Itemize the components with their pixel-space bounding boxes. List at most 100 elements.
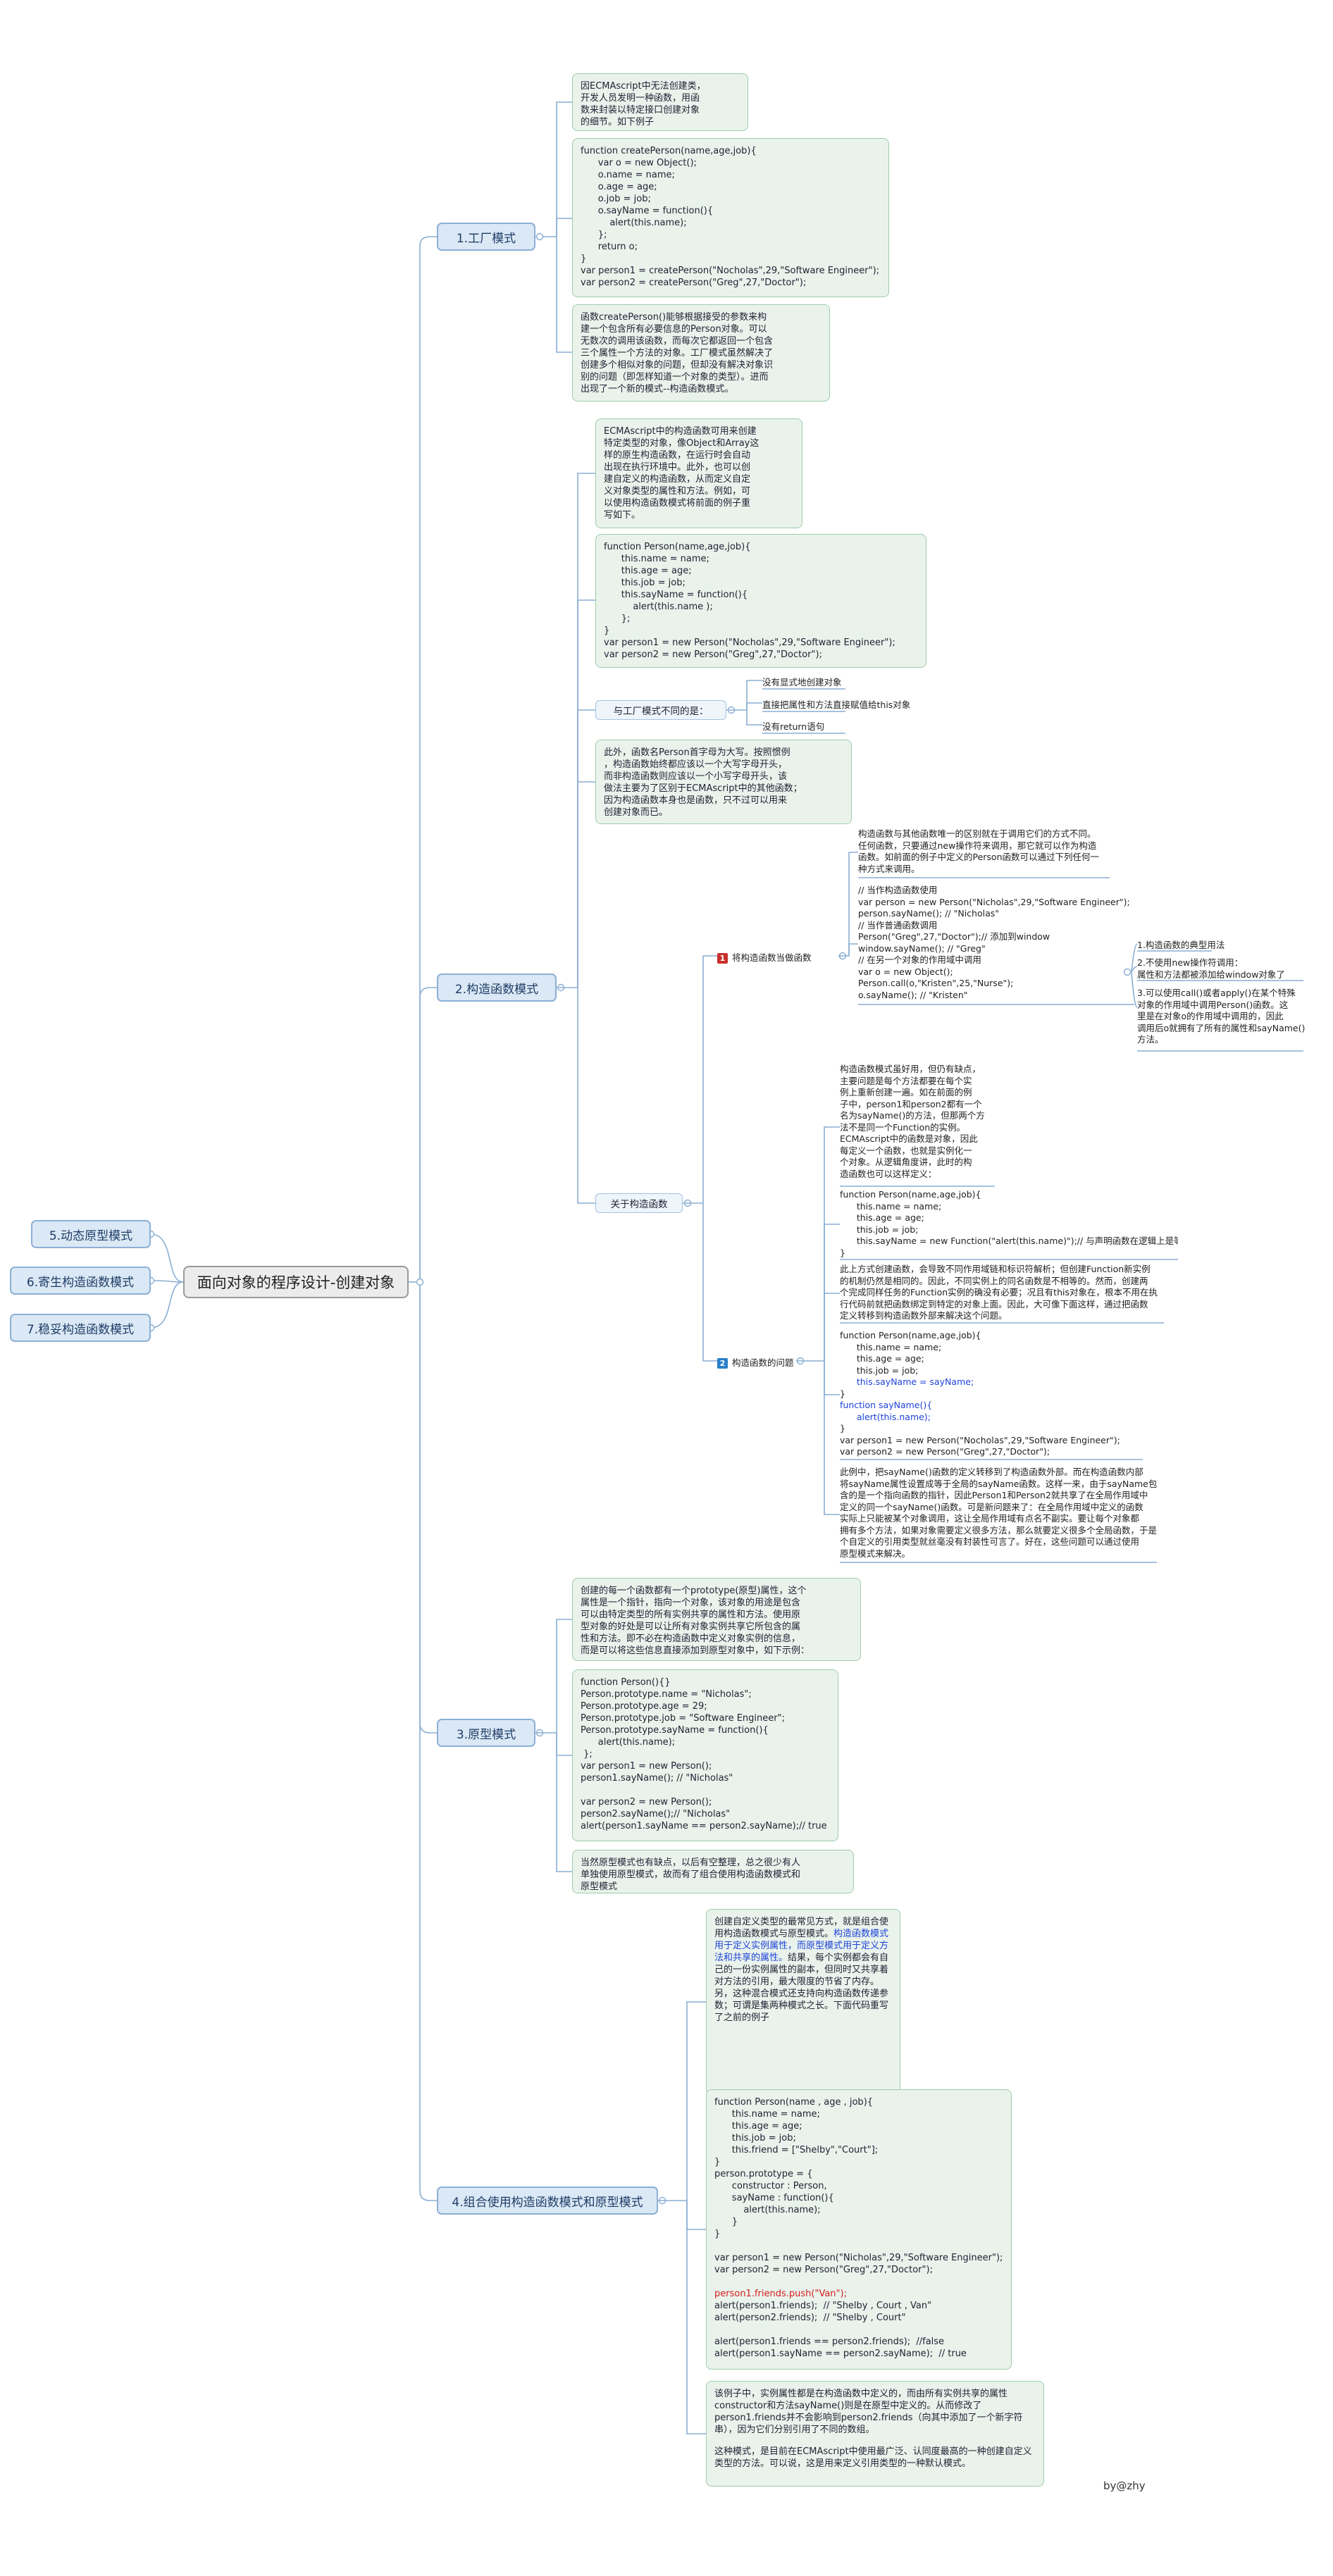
code-line: this.age = age; bbox=[840, 1212, 924, 1223]
text-line: 例上重新创建一遍。如在前面的例 bbox=[840, 1087, 972, 1097]
code-line: alert(this.name); bbox=[581, 1737, 676, 1748]
code-line: Person.prototype.job = "Software Enginee… bbox=[581, 1713, 785, 1724]
code-line: function sayName(){ bbox=[840, 1400, 933, 1410]
text-line: ECMAscript中的构造函数可用来创建 bbox=[604, 426, 757, 437]
text-line: 个对象。从逻辑角度讲，此时的构 bbox=[840, 1157, 972, 1167]
link-factory-child bbox=[556, 237, 572, 353]
combo-note-1: 该例子中，实例属性都是在构造函数中定义的，而由所有实例共享的属性construc… bbox=[714, 2389, 1023, 2435]
topic-prototype-pattern[interactable]: 3.原型模式 bbox=[437, 1719, 535, 1747]
text-line: 的机制仍然是相同的。因此，不同实例上的同名函数是不相等的。然而，创建两 bbox=[840, 1275, 1148, 1286]
topic-factory-pattern[interactable]: 1.工厂模式 bbox=[437, 223, 535, 251]
topic-durable-constructor[interactable]: 7.稳妥构造函数模式 bbox=[10, 1314, 151, 1342]
text-line: 义对象类型的属性和方法。例如，可 bbox=[604, 486, 751, 497]
text-line: 因ECMAscript中无法创建类， bbox=[581, 81, 706, 92]
code-line: alert(this.name); bbox=[840, 1411, 931, 1422]
as-function-label[interactable]: 1 将构造函数当做函数 bbox=[717, 950, 812, 964]
code-line: o.sayName(); // "Kristen" bbox=[858, 989, 968, 1000]
combo-intro-a: 创建自定义类型的最常见方式，就是组合使用构造函数模式与原型模式。 bbox=[714, 1917, 889, 1939]
connector bbox=[824, 1361, 840, 1515]
code-line: var person1 = new Person("Nocholas",29,"… bbox=[840, 1434, 1120, 1445]
connector bbox=[824, 1126, 840, 1361]
connector bbox=[824, 1224, 840, 1361]
text-line: 而是可以将这些信息直接添加到原型对象中，如下示例： bbox=[581, 1645, 810, 1656]
as-function-text: 将构造函数当做函数 bbox=[732, 952, 812, 963]
problems-code-1: function Person(name,age,job){ this.name… bbox=[840, 1189, 1178, 1259]
connector bbox=[556, 1733, 572, 1872]
code-line: person2.sayName();// "Nicholas" bbox=[581, 1809, 731, 1819]
problems-desc: 构造函数模式虽好用，但仍有缺点，主要问题是每个方法都要在每个实例上重新创建一遍。… bbox=[840, 1064, 995, 1186]
collapse-knob[interactable] bbox=[1123, 968, 1132, 976]
topic-dynamic-prototype[interactable]: 5.动态原型模式 bbox=[31, 1220, 151, 1248]
link-factory bbox=[419, 236, 437, 1282]
topic-parasitic-constructor[interactable]: 6.寄生构造函数模式 bbox=[10, 1267, 151, 1295]
code-line: var person = new Person("Nicholas",29,"S… bbox=[858, 896, 1130, 907]
text-line: 含的是一个指向函数的指针，因此Person1和Person2就共享了在全局作用域… bbox=[840, 1490, 1148, 1500]
code-line: Person.call(o,"Kristen",25,"Nurse"); bbox=[858, 978, 1014, 988]
text-line: 任何函数，只要通过new操作符来调用，那它就可以作为构造 bbox=[858, 840, 1097, 851]
prototype-note-card: 当然原型模式也有缺点，以后有空整理，总之很少有人单独使用原型模式，故而有了组合使… bbox=[572, 1850, 854, 1893]
connector bbox=[702, 955, 717, 1203]
about-constructor-label[interactable]: 关于构造函数 bbox=[595, 1193, 683, 1213]
constructor-intro-card: ECMAscript中的构造函数可用来创建特定类型的对象，像Object和Arr… bbox=[595, 418, 802, 528]
code-line: this.name = name; bbox=[840, 1200, 942, 1212]
factory-intro-card: 因ECMAscript中无法创建类，开发人员发明一种函数，用函数来封装以特定接口… bbox=[572, 73, 748, 131]
code-line: this.job = job; bbox=[840, 1364, 919, 1376]
topic-combination-pattern[interactable]: 4.组合使用构造函数模式和原型模式 bbox=[437, 2186, 658, 2215]
problems-note-2: 此例中，把sayName()函数的定义转移到了构造函数外部。而在构造函数内部将s… bbox=[840, 1467, 1157, 1562]
code-line: person.prototype = { bbox=[714, 2169, 813, 2179]
text-line: 定义转移到构造函数外部来解决这个问题。 bbox=[840, 1310, 1008, 1321]
link-constructor-child bbox=[577, 473, 595, 988]
text-line: 子中，person1和person2都有一个 bbox=[840, 1098, 982, 1109]
connector bbox=[556, 1619, 572, 1733]
code-line: alert(person1.sayName == person2.sayName… bbox=[714, 2348, 967, 2359]
text-line: 数来封装以特定接口创建对象 bbox=[581, 105, 700, 116]
code-line: } bbox=[604, 626, 610, 636]
collapse-knob[interactable] bbox=[416, 1278, 424, 1286]
central-topic[interactable]: 面向对象的程序设计-创建对象 bbox=[183, 1266, 409, 1298]
code-line bbox=[714, 2240, 1003, 2252]
code-line: var o = new Object(); bbox=[858, 966, 953, 977]
code-line: alert(this.name ); bbox=[604, 602, 713, 612]
connector bbox=[848, 943, 858, 956]
combo-intro-highlight: 构造函数模式用于定义实例属性，而原型模式用于定义方法和共享的属性。 bbox=[714, 1929, 889, 1963]
text-line: 性和方法。即不必在构造函数中定义对象实例的信息， bbox=[581, 1634, 801, 1644]
code-line: o.job = job; bbox=[581, 194, 651, 204]
problems-note-1: 此上方式创建函数，会导致不同作用域链和标识符解析；但创建Function新实例的… bbox=[840, 1264, 1164, 1323]
code-line: alert(person1.friends == person2.friends… bbox=[714, 2337, 945, 2347]
factory-note-card: 函数createPerson()能够根据接受的参数来构建一个包含所有必要信息的P… bbox=[572, 304, 830, 402]
text-line: 样的原生构造函数，在运行时会自动 bbox=[604, 450, 751, 461]
code-line: // 当作构造函数使用 bbox=[858, 885, 938, 895]
code-line: } bbox=[581, 254, 587, 264]
code-line: } bbox=[840, 1247, 845, 1258]
collapse-knob[interactable] bbox=[535, 232, 544, 241]
diff-from-factory-label[interactable]: 与工厂模式不同的是： bbox=[595, 700, 726, 720]
text-line: 单独使用原型模式，故而有了组合使用构造函数模式和 bbox=[581, 1869, 801, 1880]
code-line: alert(person2.friends); // "Shelby , Cou… bbox=[714, 2313, 906, 2323]
text-line: 建自定义的构造函数，从而定义自定 bbox=[604, 474, 751, 485]
link-constructor-child bbox=[577, 988, 595, 1204]
prototype-code-card: function Person(){}Person.prototype.name… bbox=[572, 1669, 838, 1841]
code-line: return o; bbox=[581, 242, 638, 252]
text-line: 此外，函数名Person首字母为大写。按照惯例 bbox=[604, 747, 790, 758]
link-constructor-child bbox=[577, 599, 595, 988]
connector bbox=[686, 2201, 706, 2230]
as-function-point-1: 1.构造函数的典型用法 bbox=[1137, 940, 1225, 950]
code-line: function createPerson(name,age,job){ bbox=[581, 146, 757, 156]
text-line: 拥有多个方法，如果对象需要定义很多方法，那么就要定义很多个全局函数，于是这 bbox=[840, 1524, 1157, 1536]
badge-1: 1 bbox=[717, 953, 728, 964]
constructor-naming-note-card: 此外，函数名Person首字母为大写。按照惯例，构造函数始终都应该以一个大写字母… bbox=[595, 740, 852, 824]
text-line: 创建对象而已。 bbox=[604, 807, 669, 818]
text-line: 建一个包含所有必要信息的Person对象。可以 bbox=[581, 324, 767, 335]
code-line: person.sayName(); // "Nicholas" bbox=[858, 908, 1000, 919]
code-line: this.age = age; bbox=[840, 1353, 924, 1364]
code-line: var person2 = new Person("Greg",27,"Doct… bbox=[604, 649, 822, 660]
connector bbox=[746, 680, 762, 710]
topic-constructor-pattern[interactable]: 2.构造函数模式 bbox=[437, 973, 557, 1002]
text-line: 原型模式来解决。 bbox=[840, 1548, 911, 1559]
code-line bbox=[581, 1784, 830, 1796]
text-line: 当然原型模式也有缺点，以后有空整理，总之很少有人 bbox=[581, 1858, 801, 1868]
text-line: 个完成同样任务的Function实例的确没有必要；况且有this对象在，根本不用… bbox=[840, 1287, 1158, 1298]
point-text: 3.可以使用call()或者apply()在某个特殊 对象的作用域中调用Pers… bbox=[1137, 988, 1306, 1045]
